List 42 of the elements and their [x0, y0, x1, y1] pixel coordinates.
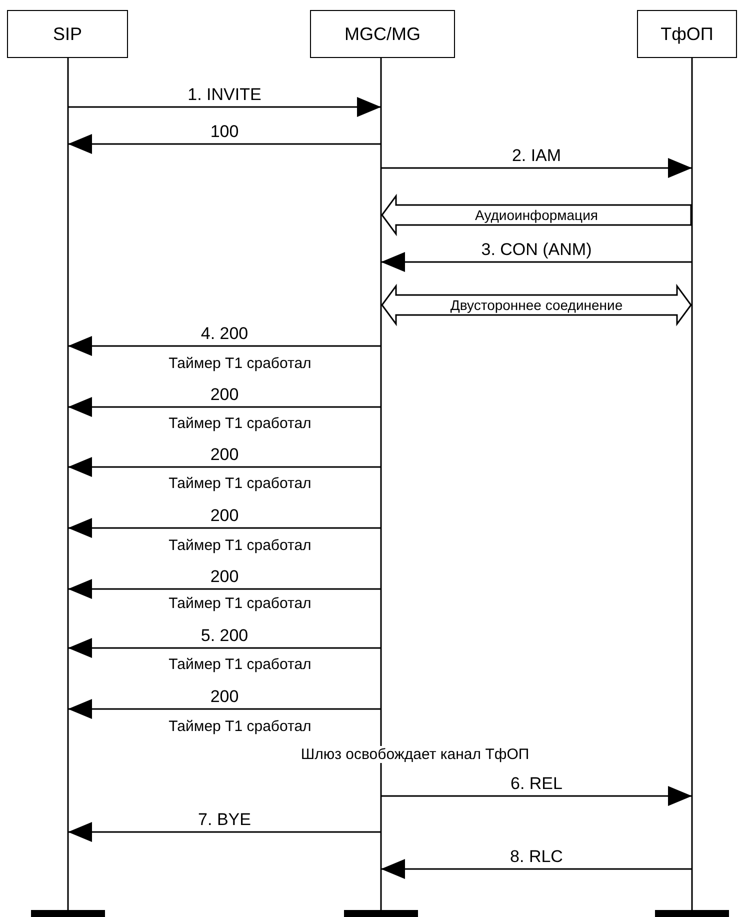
- note-text: Таймер Т1 сработал: [166, 595, 314, 612]
- edge-label: 2. IAM: [512, 147, 562, 164]
- note-text: Таймер Т1 сработал: [166, 537, 314, 554]
- edge-label: 200: [210, 446, 239, 463]
- hollow-arrow: [381, 194, 692, 236]
- edge-label: 5. 200: [200, 627, 248, 644]
- message-arrow: [68, 336, 381, 356]
- edge-label: 8. RLC: [510, 848, 563, 865]
- note-text: Таймер Т1 сработал: [166, 415, 314, 432]
- edge-label: 200: [210, 507, 239, 524]
- message-arrow: [68, 457, 381, 477]
- edge-label: 200: [210, 386, 239, 403]
- message-arrow: [68, 397, 381, 417]
- edge-label: 4. 200: [200, 325, 248, 342]
- edge-label: Двустороннее соединение: [450, 298, 623, 312]
- edge-label: 6. REL: [510, 775, 562, 792]
- message-arrow: [68, 699, 381, 719]
- edge-label: 1. INVITE: [188, 86, 262, 103]
- participant-name: SIP: [52, 24, 82, 44]
- note-text: Таймер Т1 сработал: [166, 718, 314, 735]
- message-arrow: [68, 579, 381, 599]
- edge-label: 200: [210, 688, 239, 705]
- edge-label: Аудиоинформация: [475, 208, 598, 222]
- message-arrow: [381, 158, 692, 178]
- message-arrow: [381, 252, 692, 272]
- participant-name: MGC/MG: [344, 24, 420, 44]
- edge-label: 7. BYE: [198, 811, 251, 828]
- hollow-arrow: [381, 284, 692, 326]
- message-arrow: [381, 859, 692, 879]
- edge-label: 3. CON (ANM): [481, 241, 592, 258]
- note-text: Таймер Т1 сработал: [166, 656, 314, 673]
- edge-label: 100: [210, 123, 239, 140]
- edge-label: 200: [210, 568, 239, 585]
- message-arrow: [68, 97, 381, 117]
- message-arrow: [68, 518, 381, 538]
- message-arrow: [68, 822, 381, 842]
- message-arrow: [68, 638, 381, 658]
- participant-name: ТфОП: [660, 24, 714, 44]
- note-text: Таймер Т1 сработал: [166, 355, 314, 372]
- message-arrow: [68, 134, 381, 154]
- message-arrow: [381, 786, 692, 806]
- note-text: Таймер Т1 сработал: [166, 475, 314, 492]
